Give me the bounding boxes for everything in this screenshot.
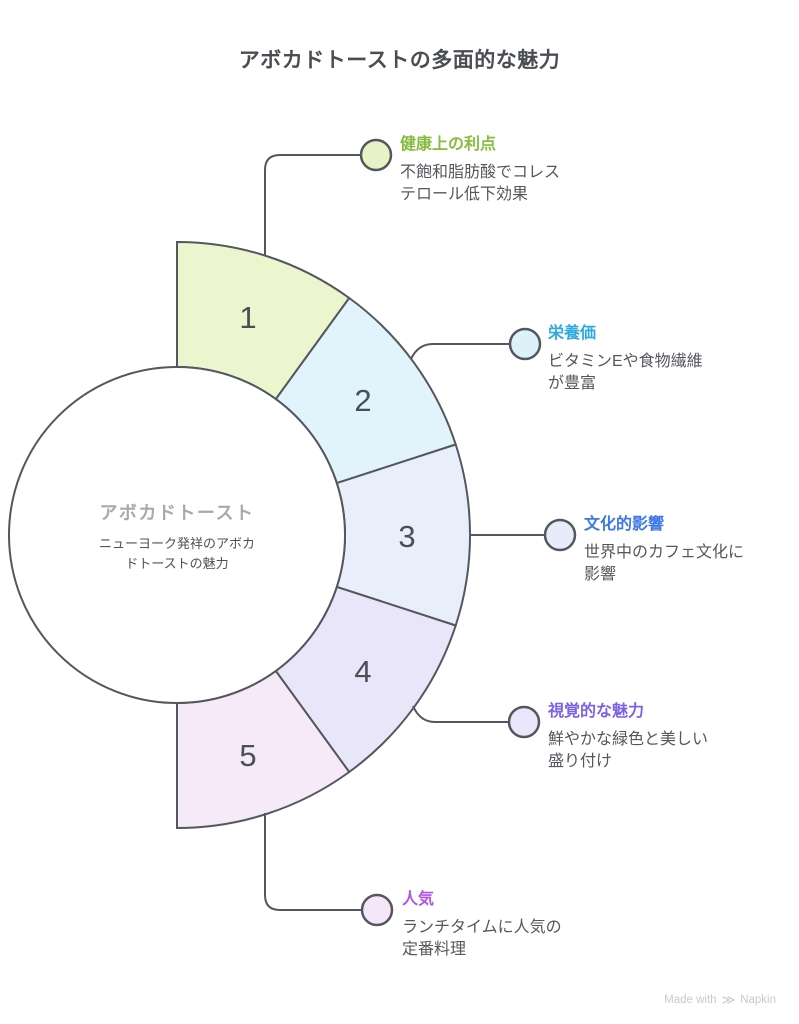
callout-culture-title: 文化的影響: [584, 516, 665, 533]
connector-line-4: [412, 705, 509, 723]
segment-2-number: 2: [354, 383, 371, 418]
callout-visual-appeal: 視覚的な魅力 鮮やかな緑色と美しい 盛り付け: [548, 701, 708, 773]
napkin-logo-icon: ≫: [721, 992, 736, 1007]
callout-health-desc-line-2: テロール低下効果: [400, 186, 529, 203]
center-circle: [8, 366, 346, 704]
segment-3-number: 3: [398, 519, 415, 554]
callout-popularity-desc-line-2: 定番料理: [402, 941, 467, 958]
callout-nutrition-desc-line-1: ビタミンEや食物繊維: [548, 353, 703, 370]
callout-popularity: 人気 ランチタイムに人気の 定番料理: [402, 889, 562, 961]
callout-nutrition-desc-line-2: が豊富: [548, 375, 597, 392]
callout-visual-desc-line-2: 盛り付け: [548, 753, 613, 770]
connector-line-5: [264, 813, 362, 911]
center-title: アボカドトースト: [99, 503, 255, 523]
callout-cultural-influence: 文化的影響 世界中のカフェ文化に 影響: [584, 514, 744, 586]
callout-visual-description: 鮮やかな緑色と美しい 盛り付け: [548, 729, 708, 773]
callout-culture-description: 世界中のカフェ文化に 影響: [584, 542, 744, 586]
callout-nutrition-title: 栄養価: [548, 325, 597, 342]
connector-line-2: [410, 343, 510, 360]
callout-marker-1: [359, 138, 393, 172]
callout-visual-title: 視覚的な魅力: [548, 703, 645, 720]
callout-marker-5: [360, 893, 394, 927]
callout-culture-desc-line-1: 世界中のカフェ文化に: [584, 544, 745, 561]
center-text-block: アボカドトースト ニューヨーク発祥のアボカ ドトーストの魅力: [82, 499, 272, 574]
callout-marker-3: [543, 518, 577, 552]
callout-nutrition-description: ビタミンEや食物繊維 が豊富: [548, 351, 703, 395]
callout-marker-4: [507, 705, 541, 739]
segment-1-number: 1: [239, 300, 256, 335]
page-title: アボカドトーストの多面的な魅力: [238, 49, 561, 72]
callout-marker-2: [508, 327, 542, 361]
callout-popularity-description: ランチタイムに人気の 定番料理: [402, 917, 562, 961]
center-subtitle-line-2: ドトーストの魅力: [125, 556, 229, 571]
callout-culture-desc-line-2: 影響: [584, 566, 617, 583]
callout-visual-desc-line-1: 鮮やかな緑色と美しい: [548, 731, 709, 748]
made-with-label: Made with: [664, 993, 717, 1006]
made-with-napkin-watermark: Made with ≫ Napkin: [664, 993, 776, 1006]
callout-nutrition: 栄養価 ビタミンEや食物繊維 が豊富: [548, 323, 703, 395]
callout-health-title: 健康上の利点: [400, 136, 497, 153]
center-subtitle-line-1: ニューヨーク発祥のアボカ: [98, 536, 255, 551]
callout-health-desc-line-1: 不飽和脂肪酸でコレス: [400, 164, 561, 181]
segment-4-number: 4: [354, 654, 371, 689]
callout-popularity-desc-line-1: ランチタイムに人気の: [402, 919, 562, 936]
segment-5-number: 5: [239, 738, 256, 773]
napkin-brand-label: Napkin: [740, 993, 776, 1006]
callout-health-benefits: 健康上の利点 不飽和脂肪酸でコレス テロール低下効果: [400, 134, 560, 206]
callout-popularity-title: 人気: [402, 891, 435, 908]
center-subtitle: ニューヨーク発祥のアボカ ドトーストの魅力: [82, 534, 272, 574]
callout-health-description: 不飽和脂肪酸でコレス テロール低下効果: [400, 162, 560, 206]
connector-line-1: [264, 154, 361, 256]
